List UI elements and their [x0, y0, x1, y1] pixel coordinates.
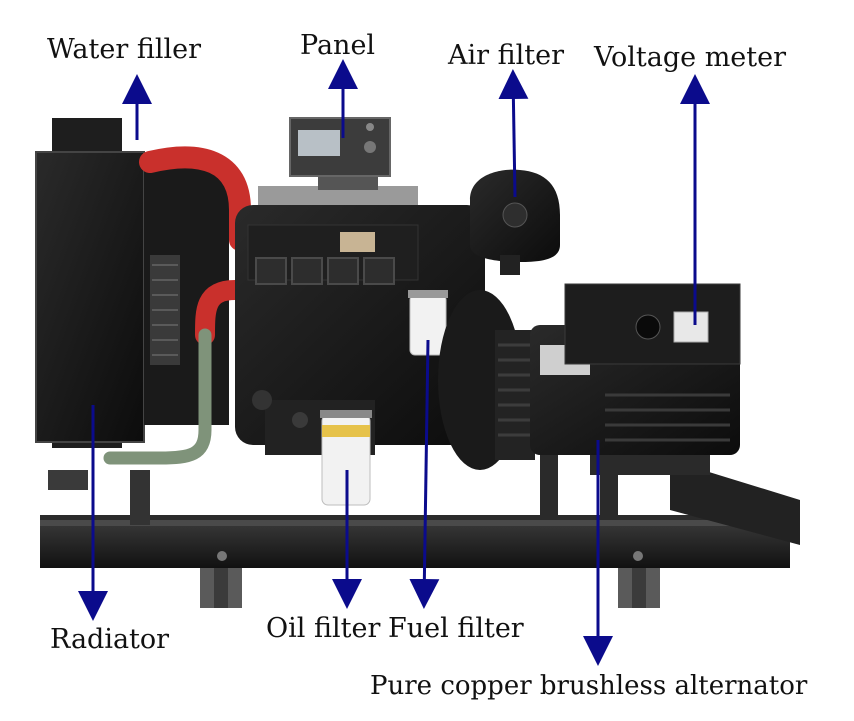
coolant-pipe: [103, 328, 212, 465]
lower-hose: [195, 280, 245, 345]
label-voltage-meter: Voltage meter: [594, 42, 787, 73]
arrow-fuel-filter: [409, 339, 440, 609]
engine-block: [235, 186, 485, 455]
control-panel: [289, 117, 391, 190]
label-water-filler: Water filler: [47, 34, 201, 65]
label-panel: Panel: [300, 30, 376, 61]
pointer-arrows: [78, 59, 710, 666]
adaptor-housing: [438, 290, 535, 470]
label-air-filter: Air filter: [448, 40, 565, 71]
label-fuel-filter: Fuel filter: [388, 613, 524, 644]
alternator-unit: [530, 283, 741, 475]
oil-filter-unit: [320, 410, 372, 506]
label-oil-filter: Oil filter: [266, 613, 381, 644]
label-alternator: Pure copper brushless alternator: [370, 671, 808, 701]
air-filter-unit: [470, 169, 560, 275]
upper-hose: [139, 146, 251, 251]
label-radiator: Radiator: [50, 624, 170, 655]
arrow-air-filter: [498, 69, 529, 198]
base-frame: [40, 455, 800, 608]
